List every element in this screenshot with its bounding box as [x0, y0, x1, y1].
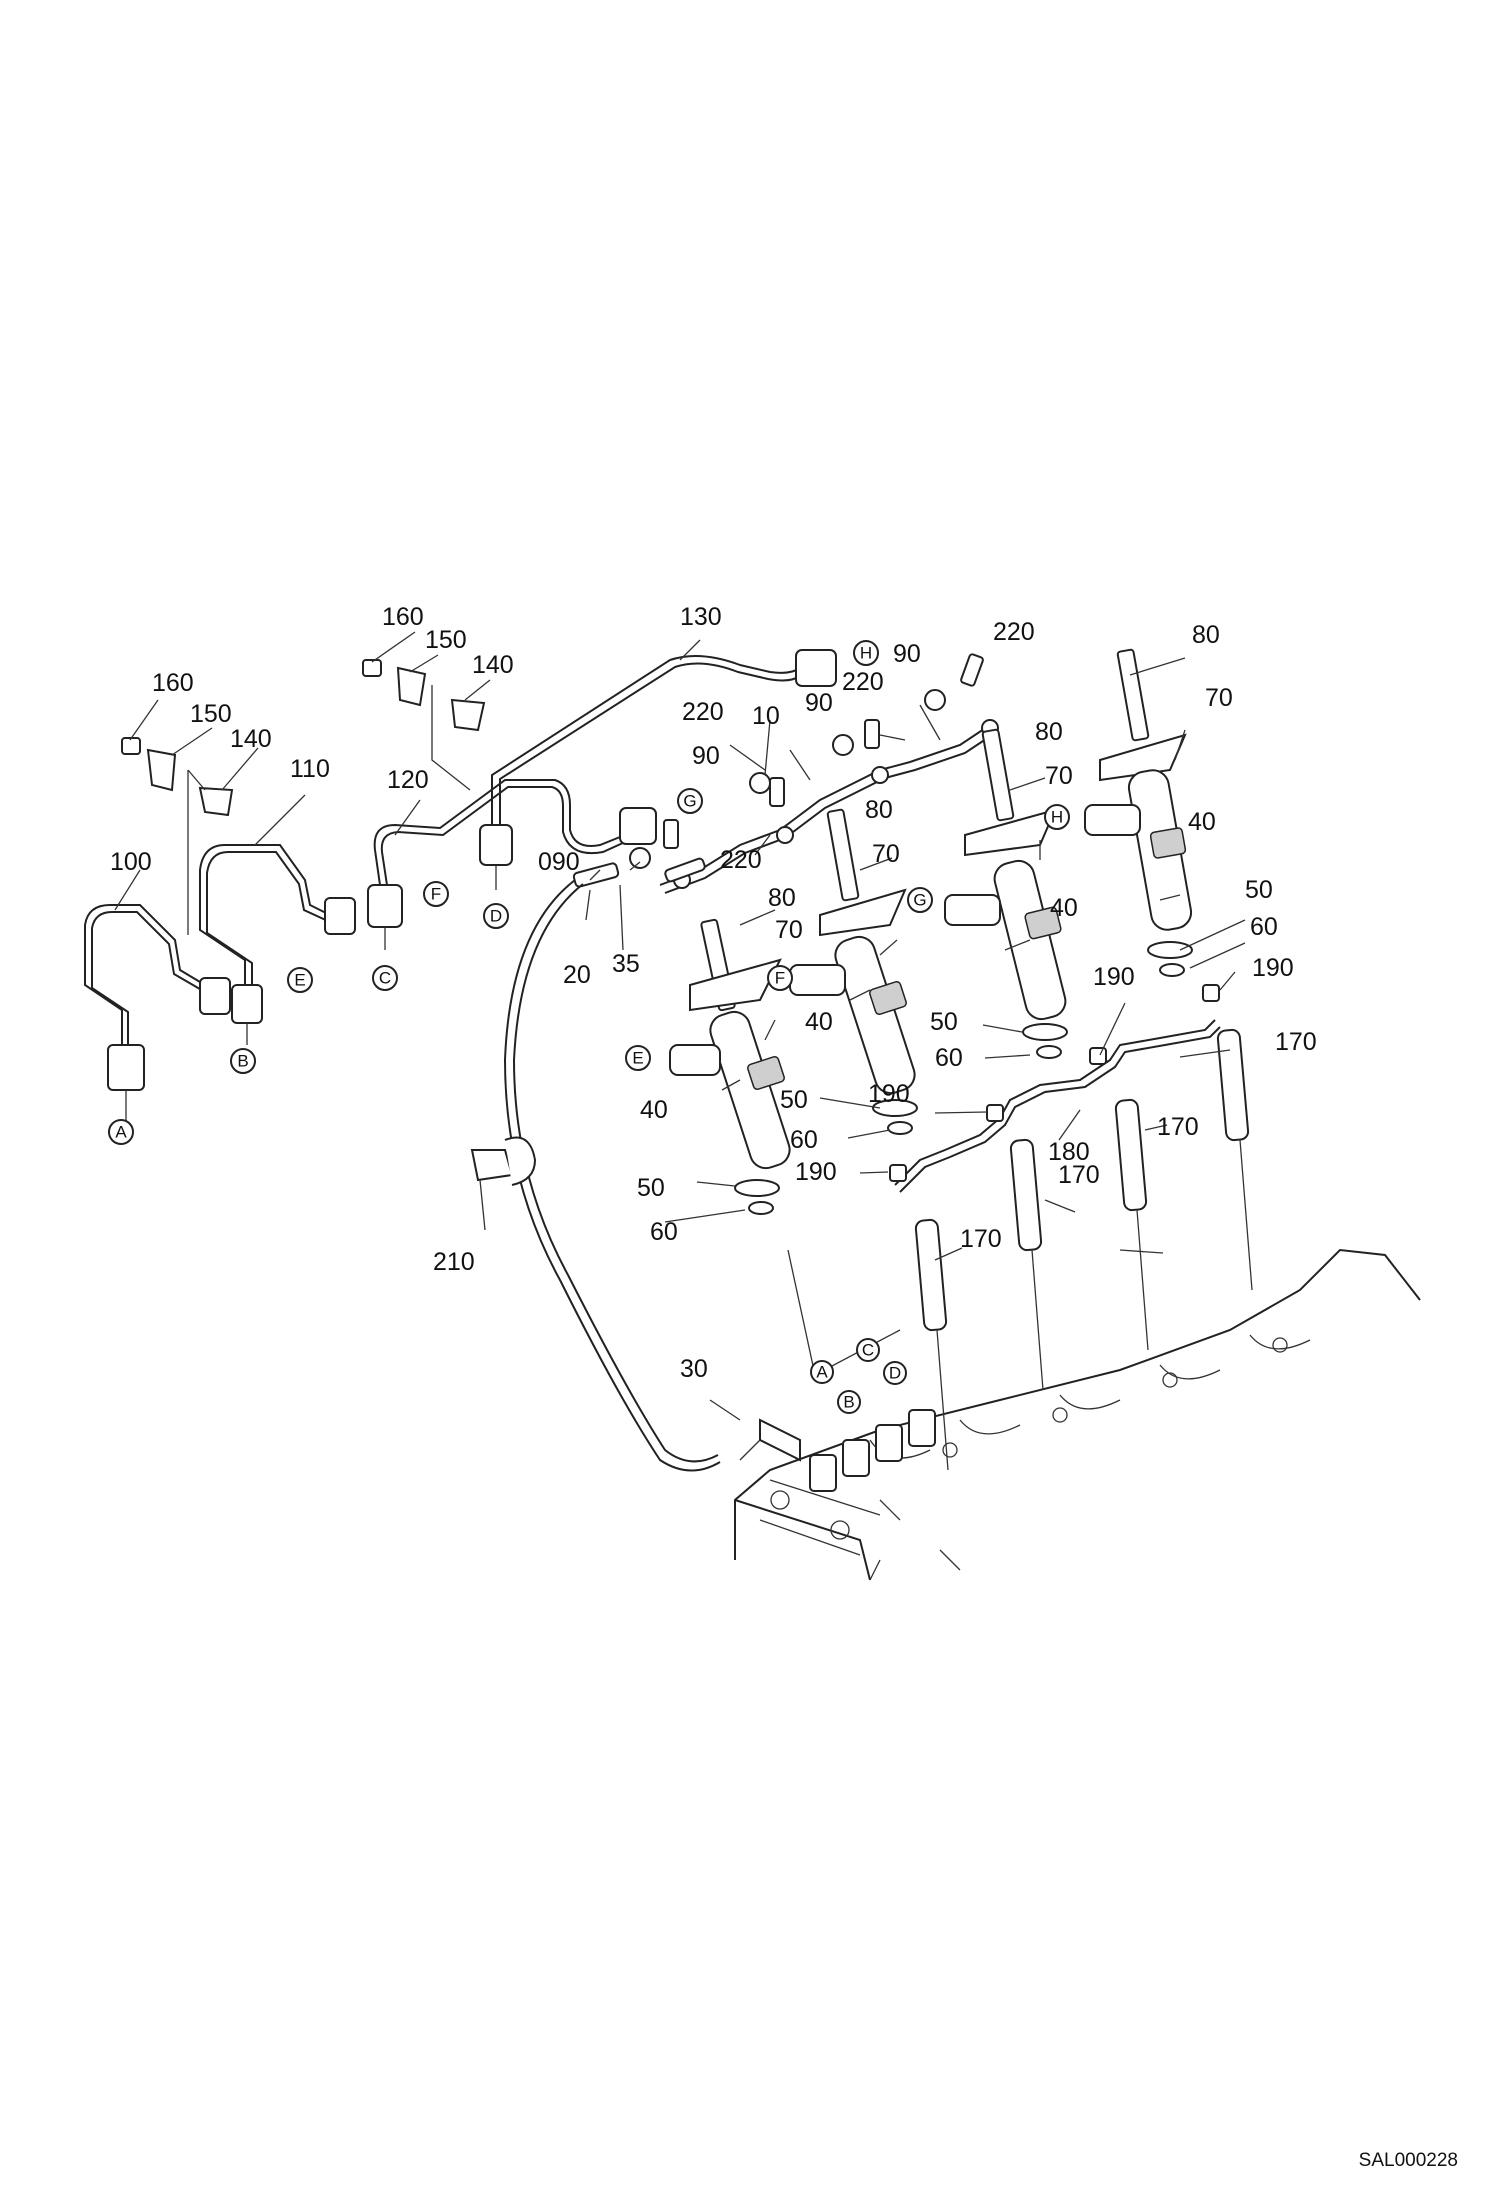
- callout-100: 100: [110, 848, 152, 876]
- callout-70: 70: [1045, 762, 1073, 790]
- callout-190: 190: [1252, 954, 1294, 982]
- svg-text:D: D: [889, 1364, 901, 1383]
- injector-cylinder-1: [669, 918, 791, 1215]
- callout-150: 150: [425, 626, 467, 654]
- callout-90: 90: [893, 640, 921, 668]
- return-hose: [470, 862, 721, 1472]
- callout-60: 60: [1250, 913, 1278, 941]
- svg-text:G: G: [913, 891, 926, 910]
- callout-170: 170: [1275, 1028, 1317, 1056]
- pump-outlets: [739, 1409, 936, 1492]
- cylinder-head-illustration: [734, 1248, 1421, 1581]
- svg-text:A: A: [816, 1363, 828, 1382]
- connector-marker-b: B: [230, 1048, 256, 1074]
- callout-180: 180: [1048, 1138, 1090, 1166]
- injector-cylinder-2: [789, 808, 918, 1135]
- drawing-reference-code: SAL000228: [1358, 2150, 1458, 2171]
- callout-170: 170: [1157, 1113, 1199, 1141]
- connector-marker-c: C: [372, 965, 398, 991]
- pump-outlet-markers: A B C D: [810, 1338, 907, 1414]
- callout-80: 80: [865, 796, 893, 824]
- callout-50: 50: [930, 1008, 958, 1036]
- callout-220: 220: [993, 618, 1035, 646]
- banjo-bolt-set: [629, 653, 984, 883]
- callout-190: 190: [1093, 963, 1135, 991]
- callout-190: 190: [795, 1158, 837, 1186]
- callout-60: 60: [790, 1126, 818, 1154]
- callout-170: 170: [960, 1225, 1002, 1253]
- svg-text:F: F: [431, 885, 441, 904]
- svg-text:B: B: [843, 1393, 854, 1412]
- callout-30: 30: [680, 1355, 708, 1383]
- connector-marker-a: A: [108, 1119, 134, 1145]
- svg-text:H: H: [1051, 808, 1063, 827]
- callout-40: 40: [805, 1008, 833, 1036]
- svg-text:E: E: [294, 971, 305, 990]
- callout-35: 35: [612, 950, 640, 978]
- callout-220: 220: [720, 846, 762, 874]
- callout-70: 70: [1205, 684, 1233, 712]
- leader-lines: [114, 631, 1246, 1421]
- callout-70: 70: [872, 840, 900, 868]
- svg-text:E: E: [632, 1049, 643, 1068]
- connector-marker-e: E E: [287, 967, 651, 1071]
- callout-220: 220: [682, 698, 724, 726]
- callout-80: 80: [1192, 621, 1220, 649]
- callout-70: 70: [775, 916, 803, 944]
- svg-text:D: D: [490, 907, 502, 926]
- callout-80: 80: [768, 884, 796, 912]
- svg-text:A: A: [115, 1123, 127, 1142]
- pipe-clamp-set-left: [121, 737, 234, 935]
- svg-text:C: C: [379, 969, 391, 988]
- callout-50: 50: [1245, 876, 1273, 904]
- glow-plugs-170: [787, 1028, 1253, 1471]
- svg-text:B: B: [237, 1052, 248, 1071]
- callout-170: 170: [1058, 1161, 1100, 1189]
- callout-80: 80: [1035, 718, 1063, 746]
- callout-50: 50: [637, 1174, 665, 1202]
- callout-20: 20: [563, 961, 591, 989]
- svg-text:C: C: [862, 1341, 874, 1360]
- callout-60: 60: [935, 1044, 963, 1072]
- connector-marker-g: G G: [677, 788, 933, 913]
- callout-labels: 160 150 140 130 160 150 140 110 120 100 …: [110, 603, 1317, 1383]
- callout-90: 90: [805, 689, 833, 717]
- callout-110: 110: [290, 755, 330, 783]
- callout-60: 60: [650, 1218, 678, 1246]
- injection-pipe-110: [199, 844, 403, 1045]
- callout-90: 90: [692, 742, 720, 770]
- callout-160: 160: [152, 669, 194, 697]
- connector-marker-f: F F: [423, 881, 793, 991]
- callout-150: 150: [190, 700, 232, 728]
- callout-10: 10: [752, 702, 780, 730]
- callout-40: 40: [1050, 894, 1078, 922]
- injector-cylinder-4: [1084, 648, 1193, 977]
- injection-pipe-130: [479, 649, 837, 890]
- callout-40: 40: [640, 1096, 668, 1124]
- callout-210: 210: [433, 1248, 475, 1276]
- callout-50: 50: [780, 1086, 808, 1114]
- callout-140: 140: [230, 725, 272, 753]
- callout-160: 160: [382, 603, 424, 631]
- pipe-clamp-set-right: [362, 659, 486, 791]
- glow-plug-connector-180: [894, 1019, 1221, 1193]
- callout-190: 190: [868, 1080, 910, 1108]
- connector-marker-d: D: [483, 903, 509, 929]
- callout-130: 130: [680, 603, 722, 631]
- callout-40: 40: [1188, 808, 1216, 836]
- callout-120: 120: [387, 766, 429, 794]
- injection-pipe-100: [84, 904, 231, 1130]
- callout-090: 090: [538, 848, 580, 876]
- callout-220: 220: [842, 668, 884, 696]
- injection-pipe-120: [373, 779, 657, 950]
- svg-text:H: H: [860, 644, 872, 663]
- svg-text:F: F: [775, 969, 785, 988]
- connector-marker-h: H H: [853, 640, 1070, 830]
- svg-text:G: G: [683, 792, 696, 811]
- callout-140: 140: [472, 651, 514, 679]
